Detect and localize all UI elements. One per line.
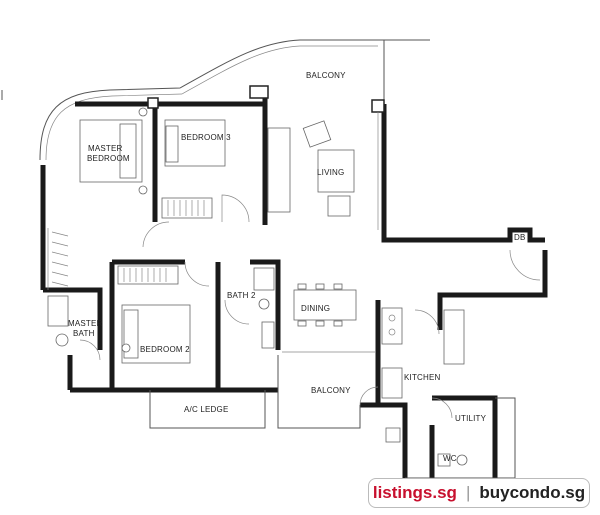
wall-kitchen-bottom bbox=[360, 402, 408, 478]
column bbox=[371, 99, 385, 113]
stove-burner bbox=[388, 328, 396, 336]
label-balcony-top: BALCONY bbox=[306, 71, 346, 80]
bottom-balcony-outline bbox=[277, 355, 361, 429]
label-dining: DINING bbox=[301, 304, 330, 313]
dining-chair bbox=[333, 320, 343, 327]
column bbox=[147, 97, 159, 109]
utility-outline bbox=[495, 397, 516, 479]
label-bedroom3: BEDROOM 3 bbox=[181, 133, 231, 142]
wall-mbath bbox=[43, 287, 103, 350]
bath2-vanity bbox=[253, 267, 275, 291]
nightstand bbox=[138, 185, 148, 195]
label-living: LIVING bbox=[317, 168, 344, 177]
bed3-pillow bbox=[165, 125, 179, 163]
stove-burner bbox=[388, 314, 396, 322]
washer bbox=[385, 427, 401, 443]
dining-chair bbox=[297, 283, 307, 290]
dining-chair bbox=[333, 283, 343, 290]
label-wc: WC bbox=[443, 454, 457, 463]
watermark-listings: listings.sg bbox=[372, 483, 457, 502]
label-kitchen: KITCHEN bbox=[404, 373, 441, 382]
dining-table bbox=[293, 289, 357, 321]
label-ac-ledge: A/C LEDGE bbox=[184, 405, 228, 414]
coffee-table bbox=[317, 149, 355, 193]
master-bed-pillow bbox=[119, 123, 137, 179]
bath2-toilet bbox=[258, 298, 270, 310]
fridge bbox=[443, 309, 465, 365]
mbath-toilet bbox=[55, 333, 69, 347]
dining-chair bbox=[297, 320, 307, 327]
watermark-buycondo: buycondo.sg bbox=[479, 483, 586, 502]
label-balcony-bottom: BALCONY bbox=[311, 386, 351, 395]
label-bedroom2: BEDROOM 2 bbox=[140, 345, 190, 354]
watermark-separator: | bbox=[465, 483, 471, 502]
armchair bbox=[302, 120, 332, 148]
watermark-badge: listings.sg | buycondo.sg bbox=[368, 478, 590, 508]
kitchen-sink bbox=[381, 367, 403, 399]
dining-chair bbox=[315, 283, 325, 290]
armchair bbox=[327, 195, 351, 217]
wc-basin bbox=[437, 453, 451, 467]
label-master-bedroom-1: MASTER bbox=[88, 144, 123, 153]
bed2-wardrobe bbox=[117, 265, 179, 285]
balcony-curve-inner bbox=[45, 45, 378, 161]
sofa bbox=[267, 127, 291, 213]
wc-toilet bbox=[456, 454, 468, 466]
label-master-bedroom-2: BEDROOM bbox=[87, 154, 130, 163]
label-db: DB bbox=[514, 233, 526, 242]
label-master-bath-2: BATH bbox=[73, 329, 95, 338]
door-swing bbox=[142, 221, 170, 248]
column bbox=[249, 85, 269, 99]
label-master-bath-1: MASTER bbox=[68, 319, 103, 328]
ac-ledge-outline bbox=[149, 390, 266, 429]
door-swing bbox=[221, 194, 250, 223]
door-swing bbox=[359, 386, 379, 406]
bed3-wardrobe bbox=[161, 197, 213, 219]
door-swing bbox=[509, 249, 541, 281]
bath2-shower bbox=[261, 321, 275, 349]
door-swing bbox=[431, 397, 453, 419]
door-swing bbox=[184, 261, 210, 287]
mbath-vanity bbox=[47, 295, 69, 327]
label-utility: UTILITY bbox=[455, 414, 487, 423]
label-bath2: BATH 2 bbox=[227, 291, 256, 300]
door-swing bbox=[224, 299, 250, 325]
master-wardrobe bbox=[47, 228, 69, 290]
nightstand bbox=[138, 107, 148, 117]
wall-db-right bbox=[437, 250, 548, 305]
dining-chair bbox=[315, 320, 325, 327]
kitchen-counter-top bbox=[381, 307, 403, 345]
nightstand bbox=[121, 343, 131, 353]
balcony-curve bbox=[39, 39, 380, 161]
door-swing bbox=[79, 339, 101, 361]
wall-bath2-top bbox=[250, 259, 281, 350]
wall-living-right bbox=[381, 104, 545, 243]
door-swing bbox=[414, 309, 440, 335]
